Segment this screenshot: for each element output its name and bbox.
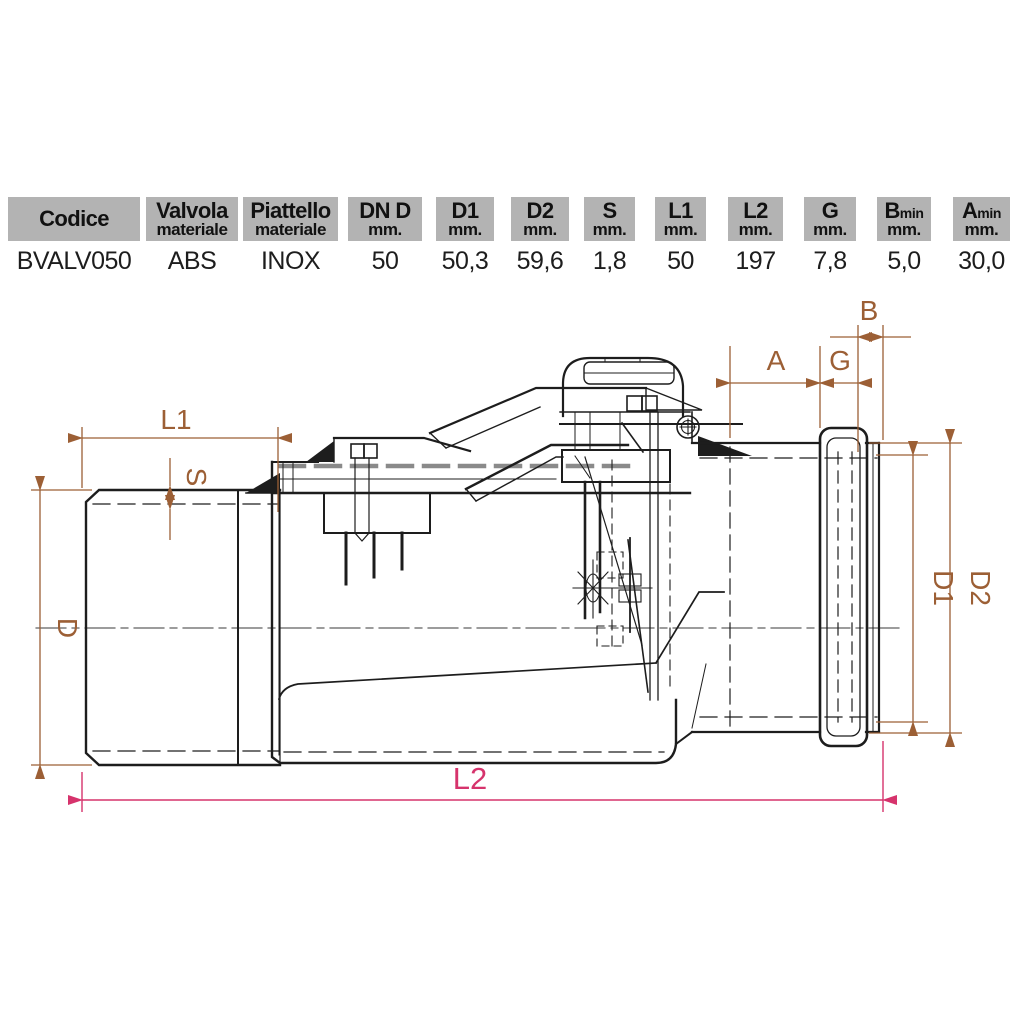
header-unit: mm. [592,220,627,240]
column-value: 5,0 [887,247,921,275]
header-unit: mm. [448,220,482,240]
top-cap [561,356,685,451]
column-header: DN D mm. [348,197,422,241]
dim-l1 [68,427,292,512]
dimensions-brown [31,325,962,779]
column-header: D2 mm. [511,197,569,241]
table-column-d2: D2 mm. 59,6 [511,197,569,276]
header-unit: mm. [663,220,698,240]
header-name: Codice [39,205,109,231]
column-header: L2 mm. [728,197,783,241]
header-unit: mm. [368,220,402,240]
column-value: 50 [371,247,399,275]
table-column-g: G mm. 7,8 [804,197,856,276]
clamp-bridge [428,386,752,502]
flap-mechanism [561,411,671,701]
table-column-l2: L2 mm. 197 [728,197,783,276]
table-column-piattello: Piattello materiale INOX [243,197,338,276]
header-unit: materiale [254,220,327,240]
header-name: S [602,197,617,223]
column-value: 50,3 [441,247,489,275]
dim-label-s: S [181,468,212,487]
header-suffix: min [977,204,1001,221]
column-value: ABS [167,247,217,275]
dim-g [806,346,872,428]
header-name: D2 [526,197,555,223]
column-value: 1,8 [592,247,627,275]
gasket-ring [818,426,869,748]
header-name: G [821,197,839,223]
header-unit: mm. [813,220,847,240]
header-unit: materiale [156,220,228,240]
header-unit: mm. [964,220,999,240]
column-value: 7,8 [813,247,847,275]
dim-d2 [869,429,962,747]
dim-d1 [876,441,928,736]
header-name: L1 [668,197,693,223]
header-suffix: min [899,204,924,221]
dimension-labels: L1 S D A G B D1 D2 L2 [52,295,996,796]
dim-label-d2: D2 [965,570,996,606]
column-header: Piattello materiale [243,197,338,241]
dim-label-a: A [767,345,786,376]
header-unit: mm. [887,220,921,240]
column-value: 59,6 [516,247,564,275]
header-name: D1 [451,197,480,223]
screw-icon [676,415,700,439]
header-unit: mm. [738,220,773,240]
dim-label-d: D [52,618,83,638]
column-header: D1 mm. [436,197,494,241]
dim-label-d1: D1 [928,570,959,606]
dim-label-g: G [829,345,851,376]
header-name: L2 [743,197,768,223]
dim-a [716,346,834,438]
header-name: A [962,197,978,223]
column-header: S mm. [584,197,635,241]
column-value: 30,0 [958,247,1005,275]
column-value: BVALV050 [16,247,132,275]
header-unit: mm. [523,220,557,240]
table-column-l1: L1 mm. 50 [655,197,706,276]
column-header: L1 mm. [655,197,706,241]
spec-table: Codice BVALV050 Valvola materiale ABS Pi… [0,197,1024,287]
table-column-s: S mm. 1,8 [584,197,635,276]
column-value: 197 [735,247,776,275]
dim-label-l1: L1 [160,404,191,435]
header-name: Piattello [250,197,331,223]
table-column-valvola: Valvola materiale ABS [146,197,238,276]
table-column-codice: Codice BVALV050 [8,197,140,276]
header-name: Valvola [156,197,228,223]
valve-outline [35,356,903,767]
column-header: Codice [8,197,140,241]
table-column-dnd: DN D mm. 50 [348,197,422,276]
column-header: G mm. [804,197,856,241]
dim-label-b: B [860,295,879,326]
valve-body [245,436,725,765]
dim-b [830,325,911,452]
column-header: Valvola materiale [146,197,238,241]
outlet-pipe [690,411,881,734]
dimension-l2 [68,741,897,812]
dim-label-l2: L2 [453,761,487,796]
table-column-d1: D1 mm. 50,3 [436,197,494,276]
header-name: B [884,197,901,223]
column-value: 50 [667,247,694,275]
inlet-pipe [84,488,282,767]
header-name: DN D [359,197,411,223]
dim-d [31,476,92,779]
column-value: INOX [260,247,321,275]
